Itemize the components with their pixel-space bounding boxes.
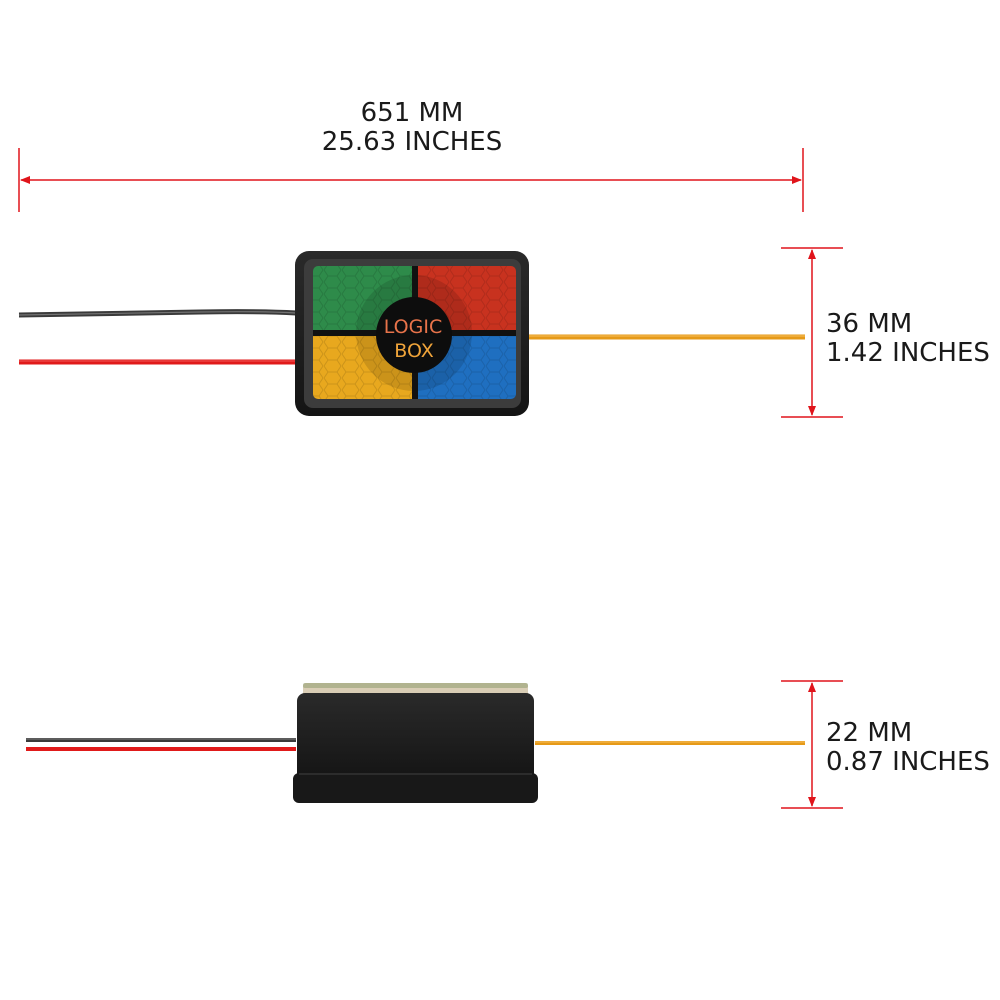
height-inches-label: 0.87 INCHES [826, 747, 990, 777]
overall-length-inches-label: 25.63 INCHES [322, 127, 502, 157]
height-mm-label: 22 MM [826, 718, 912, 748]
width-inches-label: 1.42 INCHES [826, 338, 990, 368]
black-wire-top-highlight [18, 311, 297, 316]
side-view-base-flange [293, 773, 538, 803]
logic-box-side-view [293, 683, 538, 803]
height-dimension: 22 MM 0.87 INCHES [781, 680, 990, 809]
side-view-wires [26, 738, 805, 751]
logo-center-disc [376, 297, 452, 373]
overall-length-mm-label: 651 MM [361, 98, 464, 128]
logo-text-line2: BOX [394, 340, 433, 362]
width-dimension: 36 MM 1.42 INCHES [781, 247, 990, 418]
width-mm-label: 36 MM [826, 309, 912, 339]
logo-text-line1: LOGIC [384, 316, 442, 338]
logo-face [313, 266, 516, 399]
side-view-lid-edge [303, 683, 528, 688]
logic-box-top-view: LOGIC BOX [295, 251, 529, 416]
overall-length-dimension: 651 MM 25.63 INCHES [18, 98, 804, 212]
top-view-wires [18, 309, 805, 365]
side-view-housing [297, 693, 534, 781]
